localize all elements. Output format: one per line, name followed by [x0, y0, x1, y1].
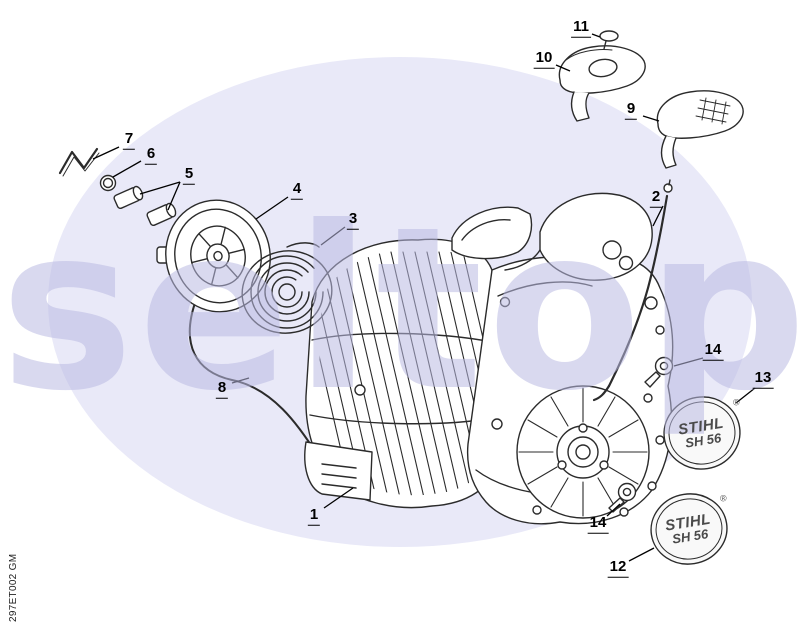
- callout-leader-6: [112, 160, 142, 178]
- leader-lines: [92, 33, 756, 562]
- handle-grip-front: [558, 45, 646, 122]
- starter-pulley: [156, 199, 271, 313]
- callout-leader-11: [591, 33, 601, 38]
- callout-leader-10: [555, 64, 571, 72]
- callout-14: 14: [702, 341, 724, 361]
- callout-11: 11: [571, 18, 591, 38]
- callout-12: 12: [607, 558, 629, 578]
- callout-7: 7: [122, 130, 136, 150]
- callout-leader-3: [320, 226, 346, 246]
- callout-13: 13: [752, 369, 774, 389]
- callout-1: 1: [307, 506, 321, 526]
- engine-shroud: [305, 238, 498, 509]
- callout-6: 6: [144, 145, 158, 165]
- callout-leader-2: [652, 205, 664, 227]
- rewind-spring: [241, 242, 333, 334]
- callout-leader-9: [642, 115, 660, 122]
- spring-clip: [58, 147, 100, 177]
- callout-leader-14: [606, 503, 621, 517]
- handle-grip-rear: [656, 90, 744, 169]
- badge-13-ring: [663, 396, 741, 470]
- callout-14: 14: [587, 514, 609, 534]
- retaining-ring: [99, 174, 117, 192]
- callout-leader-1: [323, 487, 354, 509]
- callout-leader-8: [231, 377, 250, 384]
- muffler: [304, 441, 373, 501]
- bushings: [113, 185, 177, 227]
- callout-leader-14: [673, 357, 704, 367]
- callout-leader-5: [167, 181, 181, 211]
- callout-leader-4: [255, 196, 289, 220]
- callout-5: 5: [182, 165, 196, 185]
- throttle-rod: [592, 179, 673, 402]
- registered-mark: ®: [719, 492, 728, 504]
- callout-leader-5: [139, 181, 181, 195]
- callout-8: 8: [215, 379, 229, 399]
- registered-mark: ®: [732, 396, 741, 408]
- callout-leader-7: [92, 146, 120, 160]
- line-art: [58, 30, 744, 565]
- fan-ribs: [518, 387, 648, 517]
- callout-3: 3: [346, 210, 360, 230]
- badge-12-ring: [650, 493, 728, 565]
- screw-lower: [608, 482, 637, 513]
- choke-knob: [599, 30, 619, 50]
- callout-4: 4: [290, 180, 304, 200]
- screw-upper: [644, 356, 674, 388]
- engine-top-cover: [504, 192, 653, 281]
- callout-leader-12: [628, 547, 655, 562]
- callout-2: 2: [649, 188, 663, 208]
- callout-10: 10: [533, 49, 555, 69]
- callout-9: 9: [624, 100, 638, 120]
- intake-scoop: [451, 206, 533, 260]
- part-code: 297ET002 GM: [8, 553, 19, 622]
- fan-vent-holes: [532, 393, 665, 517]
- callout-leader-13: [735, 387, 756, 404]
